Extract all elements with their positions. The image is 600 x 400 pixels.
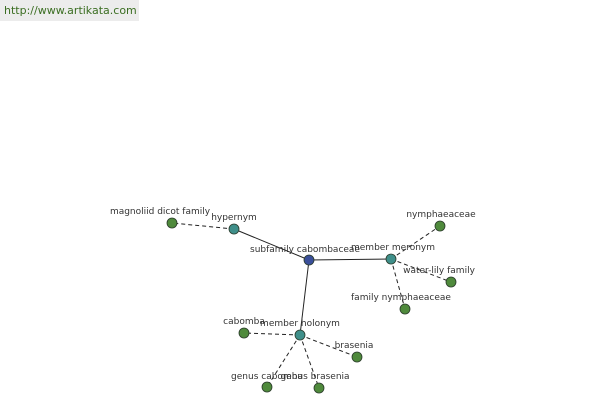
label-term-brasenia[interactable]: brasenia xyxy=(335,341,374,351)
node-relation-hypernym[interactable] xyxy=(228,223,240,235)
node-term-brasenia[interactable] xyxy=(351,351,363,363)
graph-nodes xyxy=(166,217,457,394)
edge-meronym-familynymph xyxy=(390,258,406,310)
edge-holonym-genuscabomba xyxy=(266,334,301,388)
label-term-magnoliid[interactable]: magnoliid dicot family xyxy=(110,207,211,217)
node-relation-meronym[interactable] xyxy=(385,253,397,265)
label-term-familynymph[interactable]: family nymphaeaceae xyxy=(351,293,451,303)
edge-holonym-genusbrasenia xyxy=(299,334,320,389)
edge-meronym-waterlily xyxy=(390,258,452,283)
node-term-cabomba[interactable] xyxy=(238,327,250,339)
label-relation-meronym[interactable]: member meronym xyxy=(351,243,435,253)
edge-center-meronym xyxy=(308,258,392,261)
edge-center-hypernym xyxy=(233,228,310,261)
edge-holonym-cabomba xyxy=(243,332,301,336)
node-term-nymphaeaceae[interactable] xyxy=(434,220,446,232)
node-term-genusbrasenia[interactable] xyxy=(313,382,325,394)
node-term-familynymph[interactable] xyxy=(399,303,411,315)
label-term-genusbrasenia[interactable]: genus brasenia xyxy=(280,372,349,382)
node-term-waterlily[interactable] xyxy=(445,276,457,288)
edge-hypernym-magnoliid xyxy=(171,222,235,230)
label-center[interactable]: subfamily cabombaceae xyxy=(250,245,360,255)
label-term-genuscabomba[interactable]: genus cabomba xyxy=(231,372,303,382)
node-center[interactable] xyxy=(303,254,315,266)
label-term-waterlily[interactable]: water-lily family xyxy=(403,266,475,276)
label-term-nymphaeaceae[interactable]: nymphaeaceae xyxy=(406,210,476,220)
url-bar: http://www.artikata.com xyxy=(0,0,139,21)
site-url-link[interactable]: http://www.artikata.com xyxy=(4,4,137,17)
edge-holonym-brasenia xyxy=(299,334,358,358)
label-relation-hypernym[interactable]: hypernym xyxy=(211,213,257,223)
node-term-genuscabomba[interactable] xyxy=(261,381,273,393)
edge-center-holonym xyxy=(299,259,310,336)
graph-labels: subfamily cabombaceae hypernym member mero… xyxy=(110,207,476,382)
graph-edges xyxy=(171,222,452,389)
node-term-magnoliid[interactable] xyxy=(166,217,178,229)
label-relation-holonym[interactable]: member holonym xyxy=(260,319,340,329)
edge-meronym-nymphaeaceae xyxy=(390,225,441,260)
label-term-cabomba[interactable]: cabomba xyxy=(223,317,265,327)
node-relation-holonym[interactable] xyxy=(294,329,306,341)
